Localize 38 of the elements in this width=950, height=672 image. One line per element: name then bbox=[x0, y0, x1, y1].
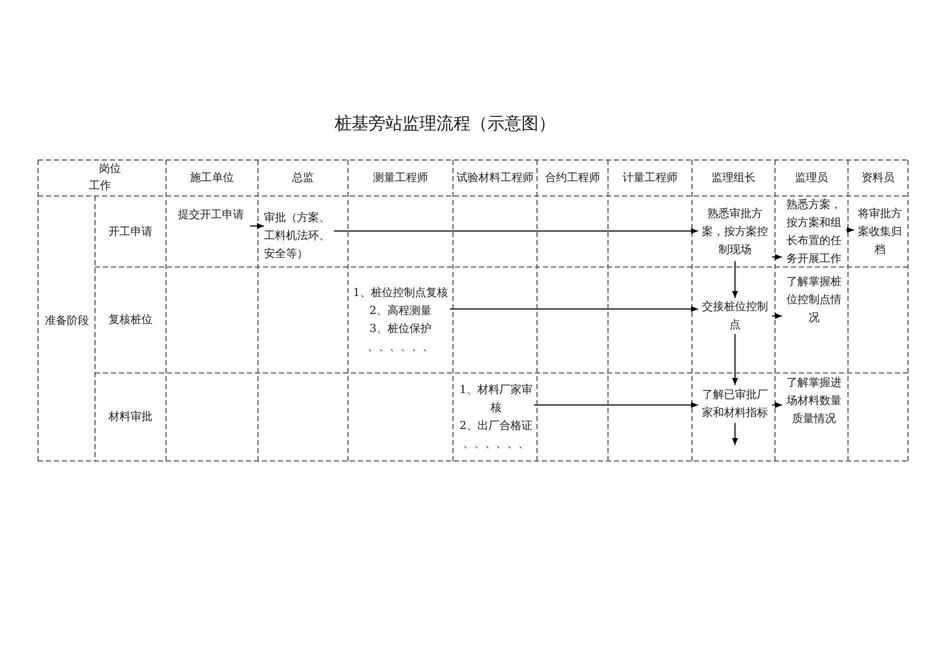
step-text: 审批（方案、工料机法环、安全等） bbox=[264, 208, 334, 264]
arrow bbox=[846, 227, 854, 233]
step-text: 了解掌握桩位控制点情况 bbox=[782, 272, 846, 328]
arrow bbox=[732, 422, 738, 446]
table-cell-text: 监理员 bbox=[794, 170, 829, 186]
table-cell-text: 复核桩位 bbox=[108, 312, 154, 328]
arrow bbox=[534, 402, 698, 408]
table-cell-text: 资料员 bbox=[860, 170, 896, 186]
table-cell-text: 测量工程师 bbox=[372, 170, 429, 186]
arrow bbox=[450, 306, 698, 312]
step-text: 了解掌握进场材料数量质量情况 bbox=[782, 373, 846, 429]
table-cell-text: 总监 bbox=[291, 170, 315, 186]
step-text: 1、材料厂家审核 2、出厂合格证 、、、、、、 bbox=[458, 375, 534, 459]
table-cell-text: 工作 bbox=[88, 178, 112, 194]
table-cell-text: 试验材料工程师 bbox=[456, 170, 534, 186]
table-cell-text: 施工单位 bbox=[189, 170, 235, 186]
table-cell-text: 计量工程师 bbox=[622, 170, 678, 186]
arrow bbox=[732, 260, 738, 298]
table-cell-text: 合约工程师 bbox=[544, 170, 601, 186]
step-text: 了解已审批厂家和材料指标 bbox=[698, 385, 772, 423]
step-text: 1、桩位控制点复核 2、高程测量 3、桩位保护 、、、、、、 bbox=[351, 269, 450, 371]
step-text: 提交开工申请 bbox=[172, 205, 250, 225]
table-cell-text: 材料审批 bbox=[108, 409, 154, 425]
arrow bbox=[772, 254, 782, 260]
title: 桩基旁站监理流程（示意图） bbox=[334, 113, 556, 135]
step-text: 将审批方案收集归档 bbox=[854, 205, 906, 259]
arrow bbox=[732, 334, 738, 386]
arrow bbox=[772, 402, 782, 408]
arrow bbox=[334, 228, 698, 234]
table-cell-text: 开工申请 bbox=[108, 224, 154, 240]
table-cell-text: 准备阶段 bbox=[44, 313, 90, 329]
step-text: 交接桩位控制点 bbox=[698, 298, 772, 334]
arrow bbox=[772, 313, 782, 319]
table-cell-text: 监理组长 bbox=[710, 170, 756, 186]
arrow bbox=[250, 223, 264, 229]
table-cell-text: 岗位 bbox=[98, 161, 122, 177]
step-text: 熟悉方案，按方案和组长布置的任务开展工作 bbox=[782, 198, 846, 266]
step-text: 熟悉审批方案，按方案控制现场 bbox=[698, 203, 772, 261]
